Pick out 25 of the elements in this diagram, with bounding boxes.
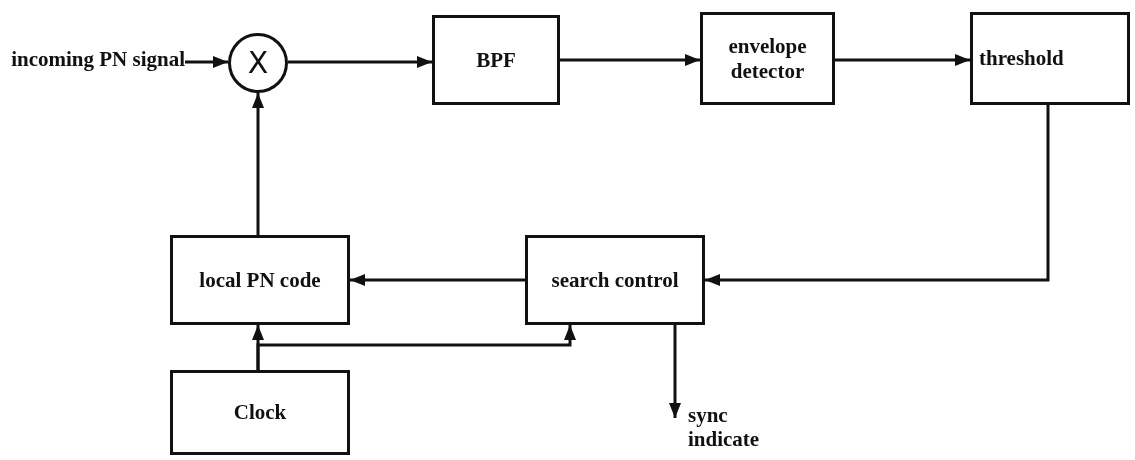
output-label: sync indicate <box>688 402 761 452</box>
block-label: Clock <box>233 400 287 425</box>
detector-box <box>700 12 835 105</box>
block-label: X <box>247 45 269 81</box>
arrow <box>185 56 228 68</box>
block-label: threshold <box>979 46 1064 71</box>
control-box <box>525 235 705 325</box>
clock-box <box>170 370 350 455</box>
mixer-circle <box>228 33 288 93</box>
arrow <box>669 325 681 418</box>
arrow <box>705 105 1050 286</box>
filter-box <box>432 15 560 105</box>
input-label: incoming PN signal <box>11 46 185 72</box>
arrow <box>350 274 525 286</box>
arrow <box>560 54 700 66</box>
threshold-box <box>970 12 1130 105</box>
code-generator-box <box>170 235 350 325</box>
arrow <box>252 93 264 235</box>
block-label: envelope detector <box>727 34 808 83</box>
arrow <box>256 325 576 370</box>
block-label: local PN code <box>199 267 321 293</box>
block-label: search control <box>551 267 679 293</box>
arrow <box>288 56 432 68</box>
block-label: BPF <box>476 47 516 73</box>
arrow <box>835 54 970 66</box>
